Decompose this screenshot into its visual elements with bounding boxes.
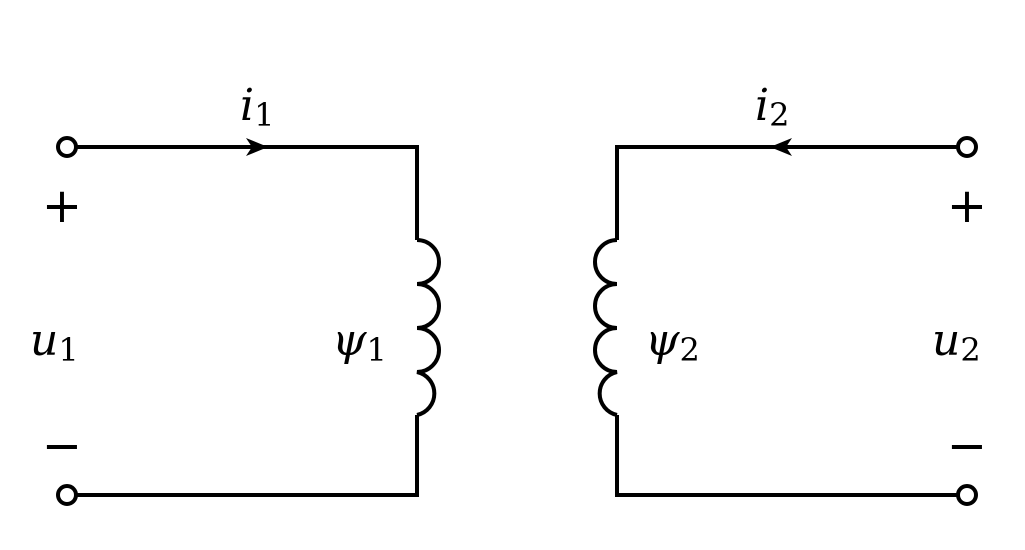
- minus-sign-left: −: [42, 418, 82, 474]
- label-u1: u1: [30, 315, 79, 369]
- terminal-left-top: [56, 136, 78, 158]
- left-bottom-wire: [77, 415, 419, 497]
- label-u2: u2: [932, 315, 981, 369]
- right-circuit: i2 + u2 − ψ2: [593, 80, 987, 506]
- label-i1: i1: [240, 80, 274, 134]
- terminal-right-bottom: [956, 484, 978, 506]
- terminal-left-bottom: [56, 484, 78, 506]
- current-arrow-i2: [770, 138, 792, 156]
- right-bottom-wire: [615, 415, 957, 497]
- right-coil: [593, 238, 618, 417]
- left-top-wire: [77, 145, 419, 240]
- left-circuit: i1 + u1 − ψ1: [30, 80, 441, 506]
- right-top-wire: [615, 145, 957, 240]
- terminal-right-top: [956, 136, 978, 158]
- label-psi1: ψ1: [332, 315, 387, 369]
- minus-sign-right: −: [947, 418, 987, 474]
- current-arrow-i1: [246, 138, 268, 156]
- plus-sign-right: +: [947, 178, 987, 234]
- label-i2: i2: [755, 80, 789, 134]
- plus-sign-left: +: [42, 178, 82, 234]
- label-psi2: ψ2: [645, 315, 700, 369]
- left-coil: [416, 238, 441, 417]
